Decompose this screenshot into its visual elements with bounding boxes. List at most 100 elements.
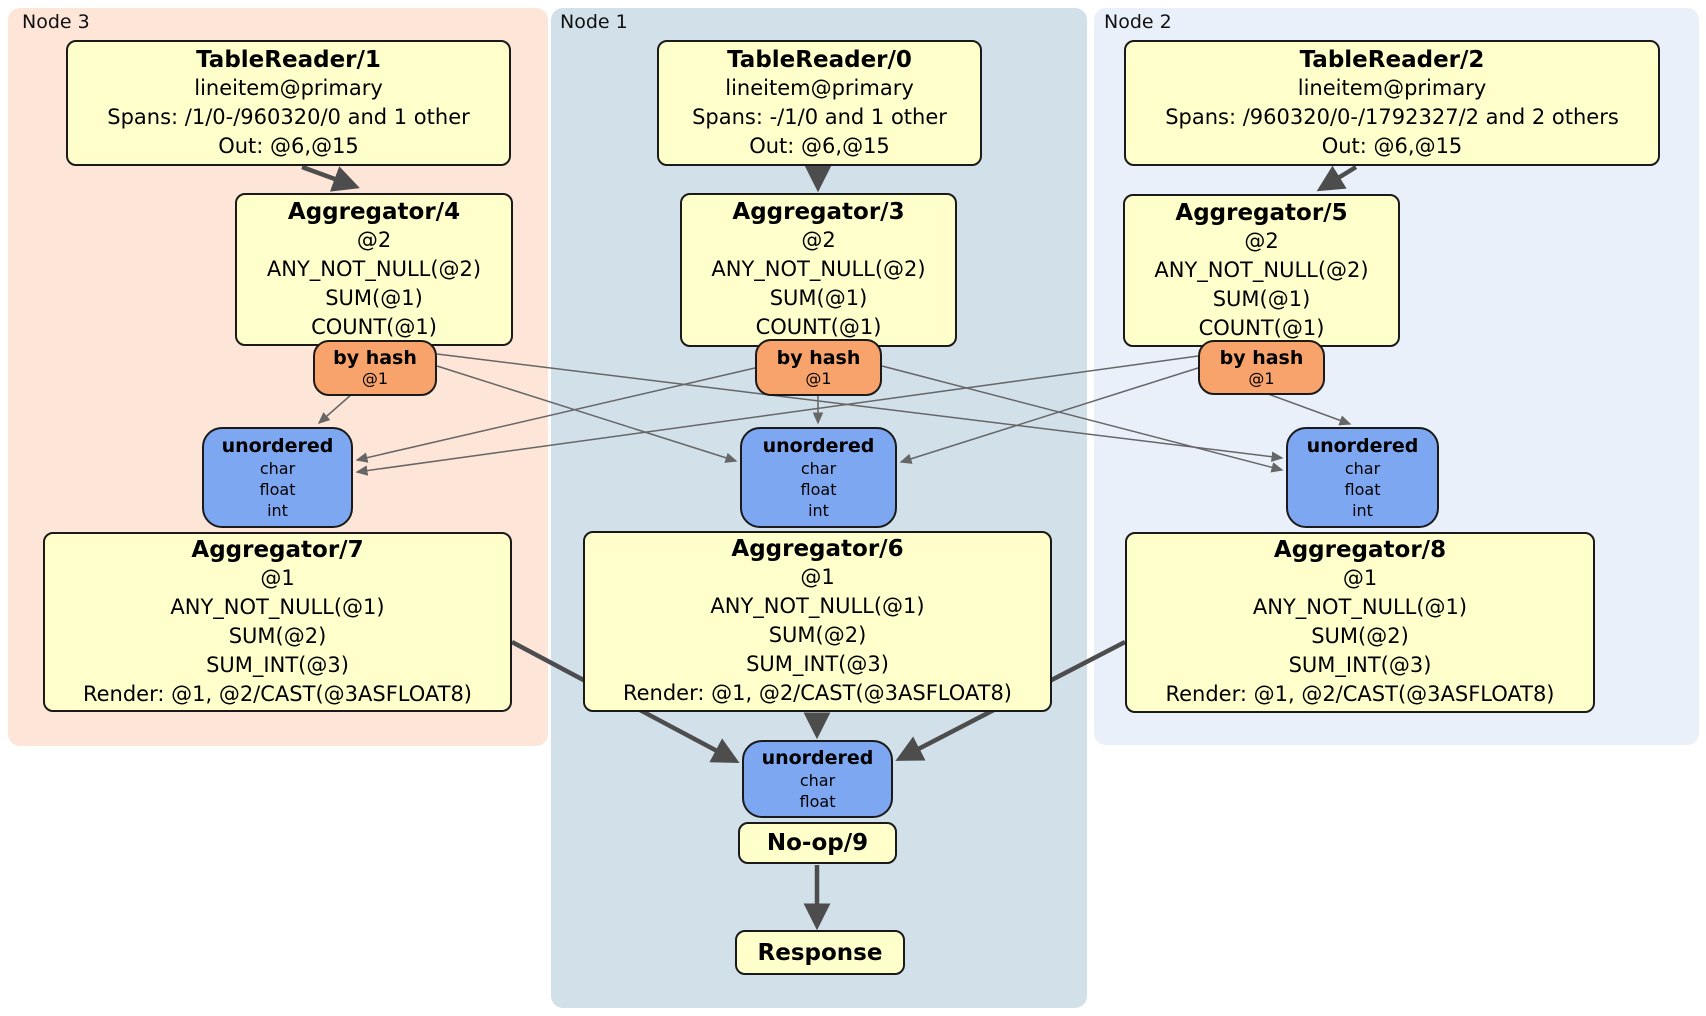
- processor-index: lineitem@primary: [725, 75, 914, 100]
- processor-title: Aggregator/3: [732, 199, 905, 225]
- agg-func: SUM(@2): [228, 623, 327, 648]
- sync-col-type: char: [800, 458, 837, 478]
- processor-title: TableReader/2: [1299, 46, 1485, 73]
- router-by-hash-node2: by hash @1: [1198, 340, 1325, 395]
- router-columns: @1: [361, 369, 389, 388]
- agg-group-cols: @2: [1244, 228, 1279, 253]
- response-box: Response: [735, 930, 905, 975]
- sync-label: unordered: [1306, 434, 1419, 457]
- agg-func: COUNT(@1): [311, 314, 437, 339]
- sync-col-type: float: [259, 479, 296, 499]
- processor-aggregator-7: Aggregator/7 @1 ANY_NOT_NULL(@1) SUM(@2)…: [43, 532, 512, 712]
- processor-title: Response: [757, 939, 883, 966]
- agg-group-cols: @2: [801, 228, 836, 252]
- agg-func: SUM(@2): [1311, 624, 1409, 648]
- processor-title: Aggregator/6: [731, 536, 904, 562]
- agg-func: ANY_NOT_NULL(@1): [170, 594, 385, 619]
- edge-hash1-to-sync3: [355, 367, 756, 463]
- agg-func: SUM(@1): [769, 286, 868, 310]
- agg-render-expr: Render: @1, @2/CAST(@3ASFLOAT8): [82, 681, 473, 706]
- panel-label-node1: Node 1: [560, 11, 628, 33]
- agg-func: COUNT(@1): [755, 315, 882, 339]
- agg-func: ANY_NOT_NULL(@2): [266, 256, 482, 281]
- processor-out: Out: @6,@15: [218, 133, 359, 158]
- sync-col-type: char: [1344, 458, 1381, 478]
- agg-func: COUNT(@1): [1198, 315, 1325, 340]
- agg-func: ANY_NOT_NULL(@2): [1154, 257, 1369, 282]
- processor-title: No-op/9: [766, 830, 869, 856]
- agg-group-cols: @1: [1342, 566, 1378, 590]
- agg-func: SUM(@1): [325, 285, 423, 310]
- router-label: by hash: [1219, 346, 1304, 369]
- sync-label: unordered: [761, 746, 874, 769]
- router-by-hash-node3: by hash @1: [313, 340, 437, 396]
- agg-group-cols: @2: [356, 227, 392, 252]
- agg-group-cols: @1: [800, 565, 835, 589]
- processor-title: Aggregator/7: [191, 536, 364, 563]
- processor-index: lineitem@primary: [1297, 75, 1487, 100]
- processor-title: Aggregator/8: [1273, 537, 1447, 563]
- panel-label-node2: Node 2: [1104, 11, 1172, 33]
- sync-col-type: char: [259, 458, 296, 478]
- router-columns: @1: [1248, 368, 1275, 388]
- processor-out: Out: @6,@15: [1321, 133, 1463, 158]
- edge-hash2-to-sync3: [355, 355, 1199, 476]
- processor-noop-9: No-op/9: [738, 822, 897, 864]
- processor-aggregator-6: Aggregator/6 @1 ANY_NOT_NULL(@1) SUM(@2)…: [583, 531, 1052, 712]
- agg-func: SUM_INT(@3): [206, 652, 349, 677]
- processor-tablereader-2: TableReader/2 lineitem@primary Spans: /9…: [1124, 40, 1660, 166]
- processor-aggregator-3: Aggregator/3 @2 ANY_NOT_NULL(@2) SUM(@1)…: [680, 193, 957, 347]
- sync-col-type: float: [1344, 479, 1381, 499]
- router-label: by hash: [776, 346, 861, 369]
- sync-label: unordered: [221, 434, 334, 457]
- processor-index: lineitem@primary: [194, 75, 383, 100]
- sync-label: unordered: [762, 434, 875, 457]
- router-label: by hash: [333, 347, 417, 369]
- sync-unordered-node1: unordered char float int: [740, 427, 897, 528]
- processor-tablereader-0: TableReader/0 lineitem@primary Spans: -/…: [657, 40, 982, 166]
- agg-func: ANY_NOT_NULL(@2): [711, 257, 926, 281]
- sync-unordered-node3: unordered char float int: [202, 427, 353, 528]
- router-by-hash-node1: by hash @1: [755, 339, 882, 396]
- router-columns: @1: [805, 368, 832, 388]
- sync-col-type: int: [808, 500, 829, 520]
- agg-func: ANY_NOT_NULL(@1): [710, 594, 925, 618]
- agg-func: SUM(@1): [1212, 286, 1311, 311]
- sync-col-type: char: [799, 770, 836, 790]
- processor-spans: Spans: -/1/0 and 1 other: [692, 104, 947, 129]
- agg-func: ANY_NOT_NULL(@1): [1252, 595, 1468, 619]
- router-stream-edges: [317, 353, 1352, 476]
- edge-hash3-to-sync1: [436, 365, 738, 463]
- sync-unordered-final: unordered char float: [742, 740, 893, 818]
- edge-tr2-to-agg5: [1316, 165, 1358, 192]
- edge-tr1-to-agg4: [301, 164, 360, 192]
- agg-render-expr: Render: @1, @2/CAST(@3ASFLOAT8): [1165, 682, 1555, 706]
- agg-render-expr: Render: @1, @2/CAST(@3ASFLOAT8): [622, 681, 1013, 705]
- processor-title: Aggregator/4: [287, 198, 461, 225]
- edge-hash3-to-sync2: [436, 353, 1284, 462]
- edge-hash2-to-sync2: [1267, 393, 1352, 426]
- sync-col-type: int: [1352, 500, 1373, 520]
- processor-title: Aggregator/5: [1175, 199, 1348, 226]
- processor-title: TableReader/0: [727, 46, 912, 73]
- sync-col-type: int: [267, 500, 288, 520]
- processor-spans: Spans: /1/0-/960320/0 and 1 other: [107, 104, 470, 129]
- panel-label-node3: Node 3: [22, 11, 90, 33]
- processor-tablereader-1: TableReader/1 lineitem@primary Spans: /1…: [66, 40, 511, 166]
- processor-aggregator-4: Aggregator/4 @2 ANY_NOT_NULL(@2) SUM(@1)…: [235, 193, 513, 346]
- processor-title: TableReader/1: [196, 46, 381, 73]
- sync-unordered-node2: unordered char float int: [1286, 427, 1439, 528]
- agg-func: SUM(@2): [768, 623, 867, 647]
- processor-aggregator-5: Aggregator/5 @2 ANY_NOT_NULL(@2) SUM(@1)…: [1123, 194, 1400, 347]
- edge-hash3-to-sync3: [317, 393, 353, 424]
- agg-func: SUM_INT(@3): [746, 652, 889, 676]
- agg-group-cols: @1: [260, 565, 295, 590]
- sync-col-type: float: [799, 791, 836, 811]
- processor-aggregator-8: Aggregator/8 @1 ANY_NOT_NULL(@1) SUM(@2)…: [1125, 532, 1595, 713]
- agg-func: SUM_INT(@3): [1288, 653, 1432, 677]
- edge-hash2-to-sync1: [899, 367, 1199, 464]
- processor-spans: Spans: /960320/0-/1792327/2 and 2 others: [1165, 104, 1619, 129]
- processor-out: Out: @6,@15: [749, 133, 890, 158]
- sync-col-type: float: [800, 479, 837, 499]
